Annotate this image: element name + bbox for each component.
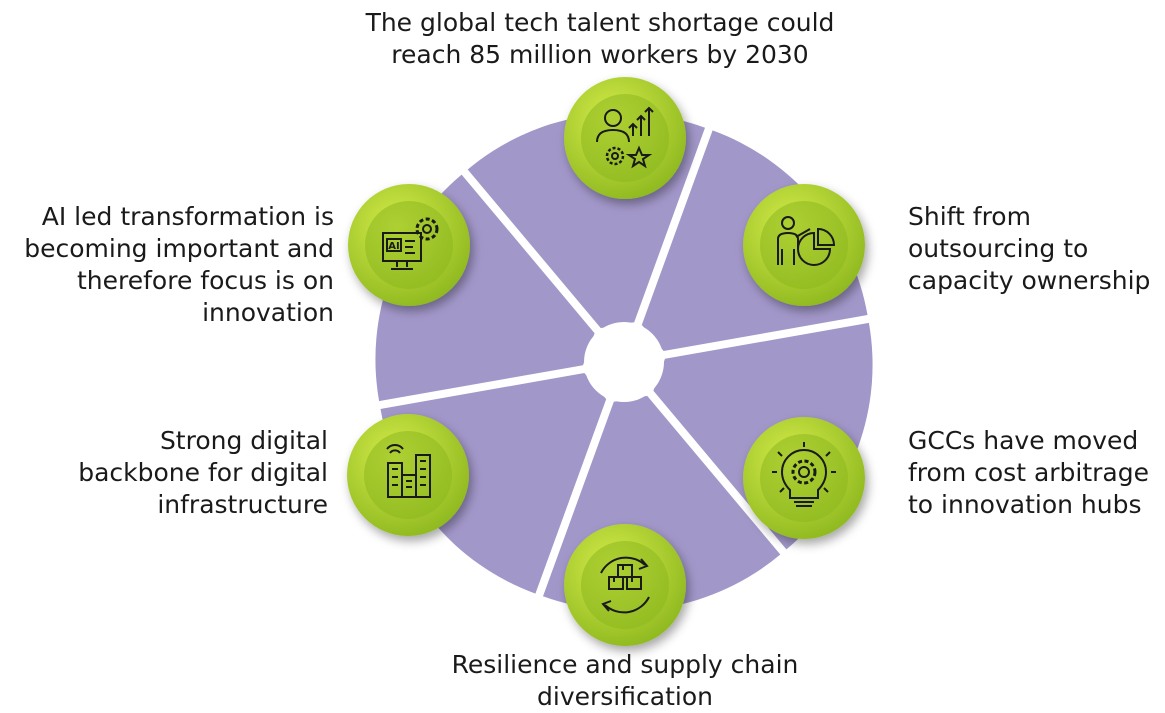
node-innovation xyxy=(743,417,865,539)
presenter-chart-icon xyxy=(777,216,836,266)
node-supply-chain xyxy=(564,524,686,646)
label-innovation-hubs: GCCs have moved from cost arbitrage to i… xyxy=(908,426,1150,519)
node-ai: AI xyxy=(348,184,470,306)
talent-growth-icon xyxy=(596,106,654,169)
node-inner-ring xyxy=(581,94,669,182)
smart-buildings-icon xyxy=(386,444,431,498)
node-talent xyxy=(564,77,686,199)
supply-chain-boxes-icon xyxy=(600,556,650,614)
label-ai-transformation: AI led transformation is becoming import… xyxy=(24,202,334,327)
label-capacity-ownership: Shift from outsourcing to capacity owner… xyxy=(908,202,1151,295)
label-talent-shortage: The global tech talent shortage could re… xyxy=(365,8,835,69)
label-digital-backbone: Strong digital backbone for digital infr… xyxy=(78,426,328,519)
label-supply-chain: Resilience and supply chain diversificat… xyxy=(451,650,799,711)
node-digital-backbone xyxy=(347,414,469,536)
node-inner-ring xyxy=(581,541,669,629)
icon-nodes: AI xyxy=(347,77,865,646)
node-inner-ring xyxy=(365,201,453,289)
ai-glyph-text: AI xyxy=(388,241,399,252)
lightbulb-gear-icon xyxy=(772,442,836,507)
wheel-center-hub xyxy=(584,322,664,402)
node-outsourcing xyxy=(743,184,865,306)
ai-monitor-gear-icon: AI xyxy=(382,217,439,270)
